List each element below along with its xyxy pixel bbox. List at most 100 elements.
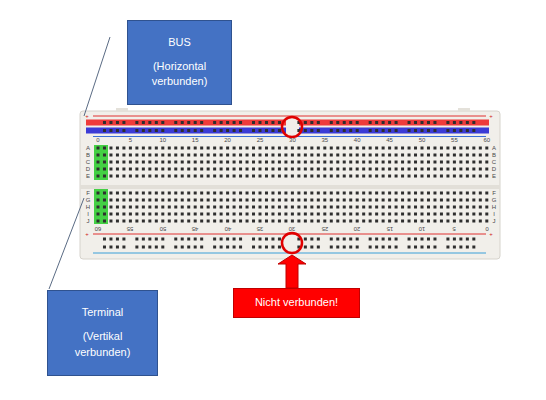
column-number: 10 bbox=[159, 137, 166, 143]
hole bbox=[401, 206, 404, 209]
hole bbox=[323, 147, 326, 150]
hole bbox=[375, 192, 378, 195]
row-letter: F bbox=[86, 190, 90, 196]
hole bbox=[284, 154, 287, 157]
hole bbox=[122, 199, 125, 202]
hole bbox=[97, 175, 100, 178]
hole bbox=[116, 192, 119, 195]
hole bbox=[459, 213, 462, 216]
hole bbox=[116, 199, 119, 202]
hole bbox=[181, 213, 184, 216]
hole bbox=[109, 129, 112, 132]
hole bbox=[109, 161, 112, 164]
hole bbox=[472, 192, 475, 195]
hole bbox=[213, 199, 216, 202]
hole bbox=[194, 220, 197, 223]
column-number: 50 bbox=[159, 226, 166, 232]
hole bbox=[239, 154, 242, 157]
column-number: 40 bbox=[354, 137, 361, 143]
hole bbox=[304, 129, 307, 132]
hole bbox=[135, 168, 138, 171]
hole bbox=[459, 206, 462, 209]
hole bbox=[226, 213, 229, 216]
terminal-highlight-green bbox=[94, 189, 108, 224]
hole bbox=[97, 206, 100, 209]
hole bbox=[213, 161, 216, 164]
hole bbox=[265, 161, 268, 164]
hole bbox=[148, 199, 151, 202]
hole bbox=[200, 147, 203, 150]
hole bbox=[291, 220, 294, 223]
hole bbox=[414, 213, 417, 216]
hole bbox=[414, 238, 417, 241]
hole bbox=[330, 147, 333, 150]
hole bbox=[148, 213, 151, 216]
hole bbox=[200, 192, 203, 195]
hole bbox=[97, 213, 100, 216]
column-number: 15 bbox=[192, 137, 199, 143]
hole bbox=[433, 161, 436, 164]
row-letter: F bbox=[492, 190, 496, 196]
hole bbox=[239, 129, 242, 132]
hole bbox=[239, 121, 242, 124]
hole bbox=[226, 121, 229, 124]
hole bbox=[297, 168, 300, 171]
hole bbox=[356, 213, 359, 216]
hole bbox=[395, 147, 398, 150]
hole bbox=[349, 238, 352, 241]
hole bbox=[291, 168, 294, 171]
hole bbox=[246, 220, 249, 223]
hole bbox=[233, 213, 236, 216]
hole bbox=[161, 168, 164, 171]
hole bbox=[213, 175, 216, 178]
hole bbox=[388, 192, 391, 195]
hole bbox=[310, 246, 313, 249]
hole bbox=[265, 154, 268, 157]
hole bbox=[278, 168, 281, 171]
hole bbox=[382, 220, 385, 223]
hole bbox=[479, 192, 482, 195]
hole bbox=[194, 147, 197, 150]
hole bbox=[181, 199, 184, 202]
hole bbox=[336, 192, 339, 195]
hole bbox=[220, 238, 223, 241]
hole bbox=[265, 121, 268, 124]
column-number: 5 bbox=[453, 226, 456, 232]
hole bbox=[116, 147, 119, 150]
hole bbox=[142, 206, 145, 209]
hole bbox=[343, 147, 346, 150]
hole bbox=[122, 206, 125, 209]
hole bbox=[310, 206, 313, 209]
hole bbox=[395, 161, 398, 164]
hole bbox=[239, 220, 242, 223]
hole bbox=[466, 238, 469, 241]
hole bbox=[317, 238, 320, 241]
hole bbox=[271, 147, 274, 150]
hole bbox=[103, 147, 106, 150]
hole bbox=[259, 199, 262, 202]
hole bbox=[226, 238, 229, 241]
hole bbox=[362, 175, 365, 178]
hole bbox=[116, 168, 119, 171]
hole bbox=[168, 175, 171, 178]
hole bbox=[142, 199, 145, 202]
hole bbox=[421, 129, 424, 132]
hole bbox=[161, 147, 164, 150]
hole bbox=[317, 168, 320, 171]
hole bbox=[97, 154, 100, 157]
hole bbox=[479, 175, 482, 178]
hole bbox=[401, 154, 404, 157]
hole bbox=[427, 168, 430, 171]
hole bbox=[103, 168, 106, 171]
hole bbox=[440, 161, 443, 164]
hole bbox=[375, 246, 378, 249]
hole bbox=[135, 175, 138, 178]
column-number: 15 bbox=[386, 226, 393, 232]
hole bbox=[336, 199, 339, 202]
hole bbox=[466, 161, 469, 164]
hole bbox=[388, 175, 391, 178]
hole bbox=[148, 129, 151, 132]
hole bbox=[362, 168, 365, 171]
hole bbox=[233, 220, 236, 223]
hole bbox=[161, 246, 164, 249]
